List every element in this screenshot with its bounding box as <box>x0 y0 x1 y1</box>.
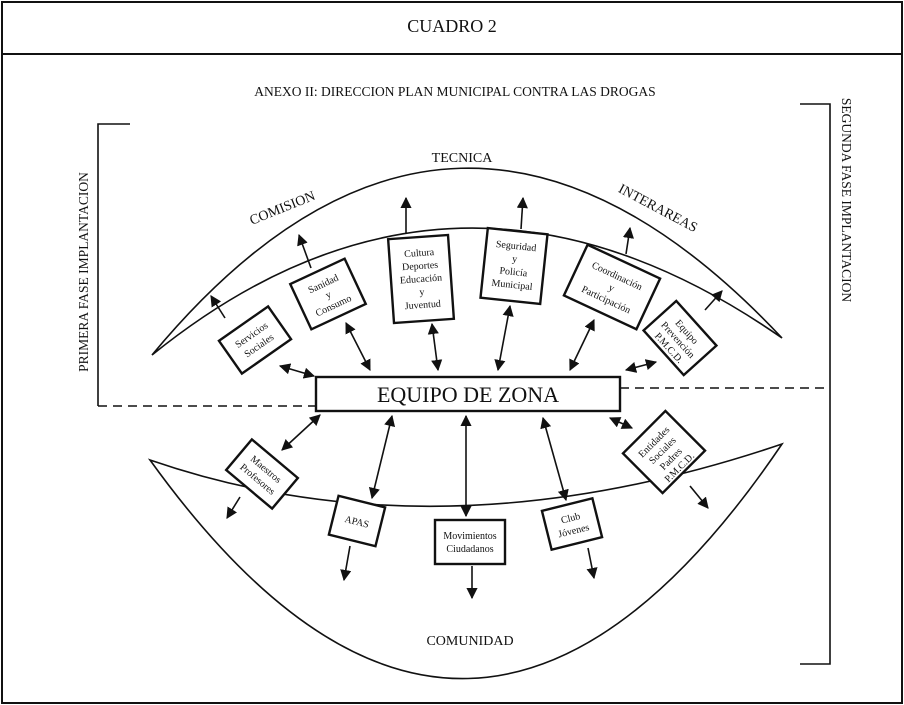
figure-title: ANEXO II: DIRECCION PLAN MUNICIPAL CONTR… <box>254 84 655 99</box>
arrow-apas-to-arc <box>340 545 352 582</box>
box-line: Cultura <box>404 247 435 260</box>
arrow-zona-to-apas <box>368 414 396 500</box>
arrow-sanidad-to-zona <box>345 322 371 371</box>
arrow-sanidad-to-arc <box>297 233 312 269</box>
box-line: Seguridad <box>495 239 536 254</box>
header-title: CUADRO 2 <box>407 16 497 36</box>
box-line: y <box>607 282 616 294</box>
right-phase-bracket <box>800 103 831 665</box>
equipo-de-zona-box <box>314 375 622 413</box>
box-apas: APAS <box>327 494 387 548</box>
arrow-entidades-to-arc <box>689 485 709 509</box>
arrow-cultura-to-zona <box>427 322 443 372</box>
arc-label-tecnica: TECNICA <box>432 151 494 166</box>
box-line: Juventud <box>404 299 441 312</box>
arrow-maestros-to-arc <box>226 496 241 519</box>
box-line: Educación <box>400 273 443 287</box>
box-club-jovenes: Club Jóvenes <box>540 496 604 552</box>
arrow-seguridad-to-zona <box>494 304 514 372</box>
arrow-coordinacion-to-arc <box>622 226 635 255</box>
box-line: y <box>512 254 518 265</box>
arrow-servicios-to-zona <box>278 363 316 379</box>
arrow-zona-to-maestros <box>281 414 321 451</box>
upper-arc <box>151 167 783 356</box>
arrow-equipo-prevencion-to-zona <box>624 359 658 373</box>
box-line: Club <box>560 511 582 526</box>
box-line: y <box>419 287 425 298</box>
phase-right-label: SEGUNDA FASE IMPLANTACION <box>839 98 854 302</box>
arrow-zona-to-club <box>540 416 569 502</box>
left-phase-bracket <box>97 123 130 406</box>
arrow-coordinacion-to-zona <box>569 318 595 372</box>
arrow-seguridad-to-arc <box>516 196 528 230</box>
box-cultura-deportes: Cultura Deportes Educación y Juventud <box>386 233 456 325</box>
phase-left-label: PRIMERA FASE IMPLANTACION <box>76 172 91 372</box>
box-line: Policía <box>499 266 528 280</box>
box-line: Municipal <box>491 278 533 293</box>
box-servicios-sociales: Servicios Sociales <box>217 304 293 376</box>
box-line: y <box>324 289 333 301</box>
box-sanidad-consumo: Sanidad y Consumo <box>288 257 368 331</box>
arrow-zona-to-entidades <box>608 417 634 429</box>
arrow-servicios-to-arc <box>210 295 226 319</box>
box-seguridad-policia: Seguridad y Policía Municipal <box>479 226 549 306</box>
arrow-club-to-arc <box>586 547 598 580</box>
arrow-equipo-prevencion-to-arc <box>704 290 723 311</box>
equipo-de-zona-label: EQUIPO DE ZONA <box>377 382 559 407</box>
arc-label-comunidad: COMUNIDAD <box>426 634 513 649</box>
box-line: Deportes <box>402 260 439 273</box>
box-line: Movimientos <box>443 531 496 542</box>
box-movimientos-ciudadanos: Movimientos Ciudadanos <box>433 518 507 566</box>
box-equipo-prevencion: Equipo Prevención P.M.C.D. <box>641 299 719 377</box>
box-line: Ciudadanos <box>446 544 493 555</box>
